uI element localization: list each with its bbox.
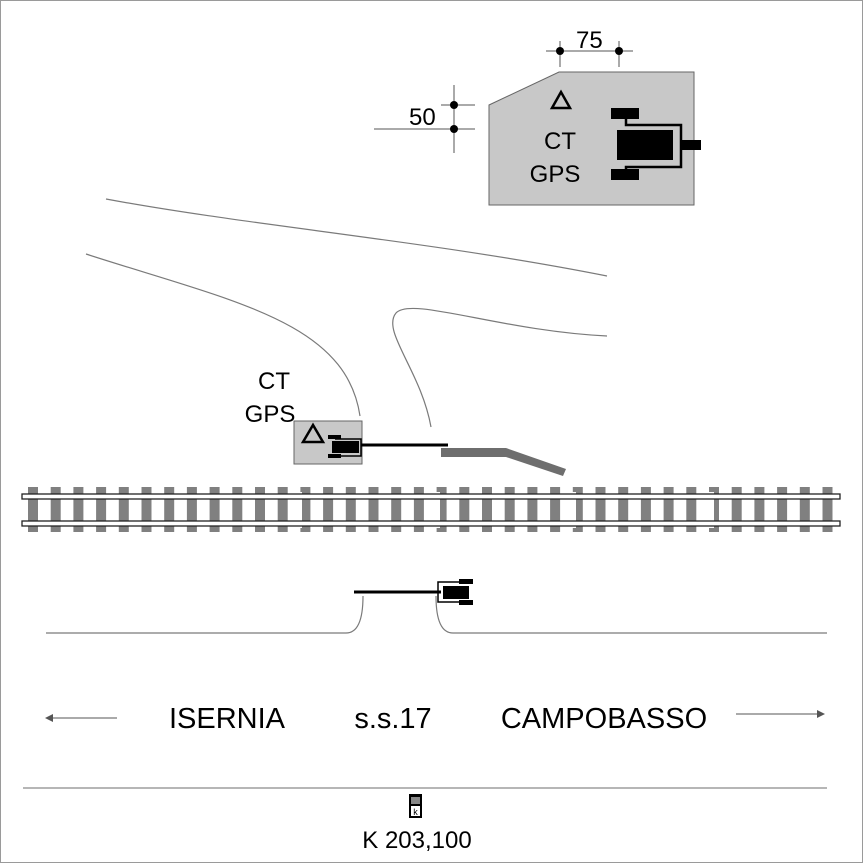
road-edge-bottom-left (46, 595, 364, 634)
railway-tie (640, 487, 651, 532)
dimension-75 (546, 41, 633, 67)
railway-tie (391, 487, 402, 532)
railway-tie (822, 487, 833, 532)
equipment-icon-mid (328, 435, 362, 458)
rail-top (21, 493, 841, 500)
railway-tie (118, 487, 129, 532)
ramp-gray (441, 448, 566, 476)
arrow-right (736, 710, 825, 718)
railway-tie (754, 487, 765, 532)
rail-joint (570, 492, 576, 528)
railway-tie (459, 487, 470, 532)
dimension-75-label: 75 (576, 27, 603, 54)
station-mid-label-gps: GPS (245, 401, 296, 428)
rail-bottom (21, 520, 841, 527)
railway-tie (28, 487, 38, 532)
railway-tie (323, 487, 334, 532)
direction-right-label: CAMPOBASSO (501, 703, 707, 735)
rail-joint (296, 492, 302, 528)
railway-tie (799, 487, 810, 532)
railway-tie (345, 487, 356, 532)
railway-tie (255, 487, 265, 532)
equipment-bottom (354, 579, 473, 605)
station-detail-top (488, 71, 701, 206)
railway-tie (73, 487, 84, 532)
dimension-50 (374, 85, 475, 153)
railway-tie (777, 487, 788, 532)
station-site-mid (293, 420, 566, 476)
railway-tie (527, 487, 538, 532)
railway-tie (572, 487, 583, 532)
railway-tie (731, 487, 742, 532)
railway-tie (141, 487, 152, 532)
milestone-icon-letter: k (413, 807, 418, 817)
road-edge-curve (85, 253, 361, 417)
railway-ties (28, 487, 833, 532)
arrow-left (45, 714, 117, 722)
station-mid-label-ct: CT (258, 368, 290, 395)
dimension-50-label: 50 (409, 104, 436, 131)
railway-tie (96, 487, 107, 532)
railway-tie (618, 487, 629, 532)
railway-track (21, 487, 841, 532)
milestone-icon: k (409, 794, 422, 818)
railway-tie (504, 487, 515, 532)
rail-joint (434, 492, 440, 528)
railway-tie (595, 487, 606, 532)
railway-tie (482, 487, 492, 532)
railway-tie (368, 487, 379, 532)
rail-joint (708, 492, 714, 528)
gps-antenna-icon (549, 89, 573, 110)
milestone-label: K 203,100 (362, 827, 471, 854)
station-top-label-ct: CT (544, 128, 576, 155)
railway-tie (50, 487, 61, 532)
railway-tie (164, 487, 175, 532)
railway-tie (300, 487, 311, 532)
road-name-label: s.s.17 (354, 703, 431, 735)
railway-tie (550, 487, 561, 532)
gps-antenna-icon-mid (300, 422, 326, 444)
equipment-icon-top (611, 108, 701, 180)
side-road-edge (392, 307, 608, 428)
railway-tie (277, 487, 288, 532)
road-edge-upper (105, 198, 608, 277)
railway-tie (209, 487, 220, 532)
railway-tie (436, 487, 447, 532)
direction-left-label: ISERNIA (169, 703, 286, 735)
railway-tie (686, 487, 697, 532)
road-edge-bottom-right (435, 595, 827, 634)
station-top-label-gps: GPS (530, 161, 581, 188)
station-enclosure-top (488, 71, 695, 206)
railway-tie (186, 487, 197, 532)
ground-lines (23, 198, 827, 789)
rail-joint (156, 492, 162, 528)
railway-tie (232, 487, 243, 532)
railway-tie (663, 487, 674, 532)
railway-tie (413, 487, 424, 532)
